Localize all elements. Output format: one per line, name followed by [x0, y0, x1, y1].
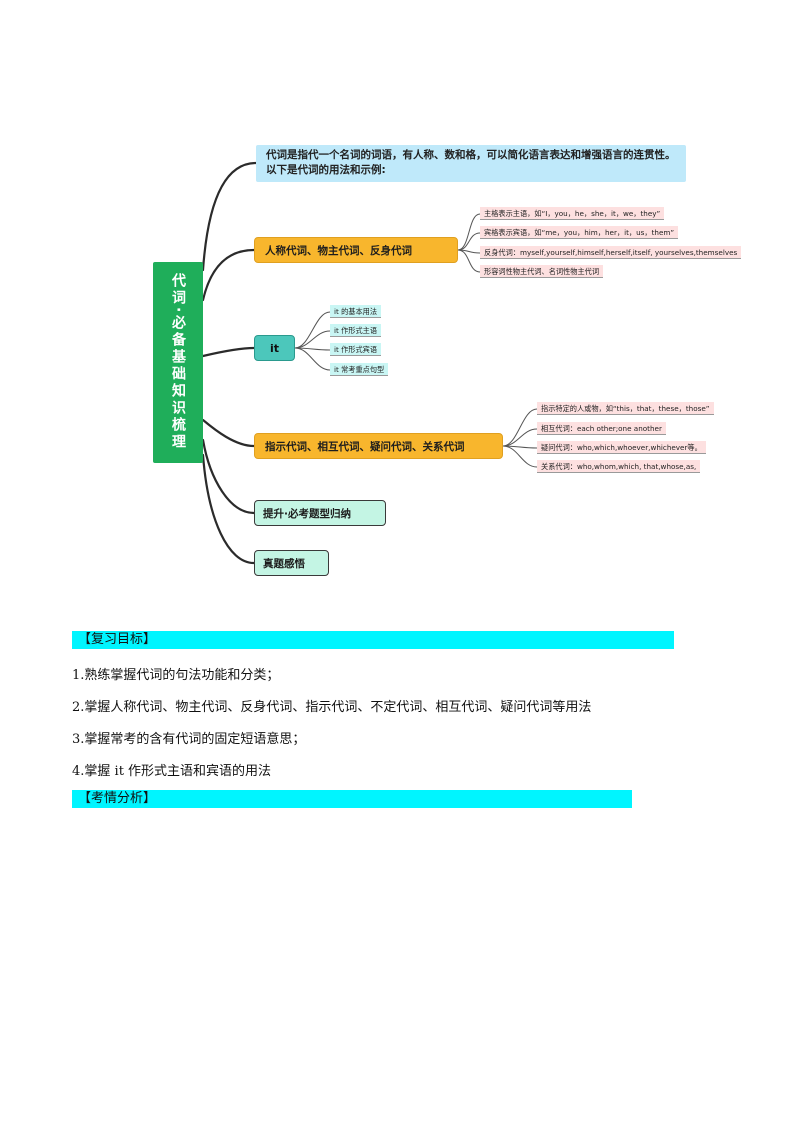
- goal-item-2: 2.掌握人称代词、物主代词、反身代词、指示代词、不定代词、相互代词、疑问代词等用…: [72, 700, 592, 715]
- section-header-analysis: 【考情分析】: [72, 790, 632, 808]
- leaf-personal-4: 形容词性物主代词、名词性物主代词: [480, 265, 604, 278]
- goal-item-1: 1.熟练掌握代词的句法功能和分类；: [72, 668, 280, 683]
- leaf-demo-2: 相互代词：each other;one another: [537, 422, 666, 435]
- section-header-goals: 【复习目标】: [72, 631, 674, 649]
- leaf-personal-3: 反身代词：myself,yourself,himself,herself,its…: [480, 246, 742, 259]
- mindmap-root-node: 代词·必备基础知识梳理: [153, 262, 203, 463]
- branch-it-label: it: [269, 341, 280, 355]
- goal-item-3: 3.掌握常考的含有代词的固定短语意思；: [72, 732, 306, 747]
- branch-it: it: [254, 335, 295, 361]
- branch-exam-label: 真题感悟: [263, 557, 305, 570]
- intro-text-box: 代词是指代一个名词的词语，有人称、数和格，可以简化语言表达和增强语言的连贯性。以…: [256, 145, 686, 182]
- branch-personal-pronouns: 人称代词、物主代词、反身代词: [254, 237, 458, 263]
- leaf-it-3: it 作形式宾语: [330, 343, 382, 356]
- leaf-demo-3: 疑问代词：who,which,whoever,whichever等。: [537, 441, 706, 454]
- goals-header-text: 【复习目标】: [78, 632, 157, 647]
- leaf-it-2: it 作形式主语: [330, 324, 382, 337]
- leaf-personal-2: 宾格表示宾语，如“me，you，him，her，it，us，them”: [480, 226, 679, 239]
- leaf-it-4: it 常考重点句型: [330, 363, 389, 376]
- branch-personal-label: 人称代词、物主代词、反身代词: [265, 244, 412, 257]
- leaf-demo-1: 指示特定的人或物，如“this，that，these，those”: [537, 402, 714, 415]
- leaf-personal-1: 主格表示主语，如“I，you，he，she，it，we，they”: [480, 207, 665, 220]
- branch-exam: 真题感悟: [254, 550, 329, 576]
- leaf-demo-4: 关系代词：who,whom,which, that,whose,as,: [537, 460, 701, 473]
- branch-promote-label: 提升·必考题型归纳: [263, 507, 351, 520]
- analysis-header-text: 【考情分析】: [78, 791, 157, 806]
- leaf-it-1: it 的基本用法: [330, 305, 382, 318]
- branch-demo-label: 指示代词、相互代词、疑问代词、关系代词: [265, 440, 465, 453]
- goal-item-4: 4.掌握 it 作形式主语和宾语的用法: [72, 764, 272, 779]
- mindmap-connectors: [201, 161, 538, 565]
- branch-promote: 提升·必考题型归纳: [254, 500, 386, 526]
- branch-demonstrative-pronouns: 指示代词、相互代词、疑问代词、关系代词: [254, 433, 503, 459]
